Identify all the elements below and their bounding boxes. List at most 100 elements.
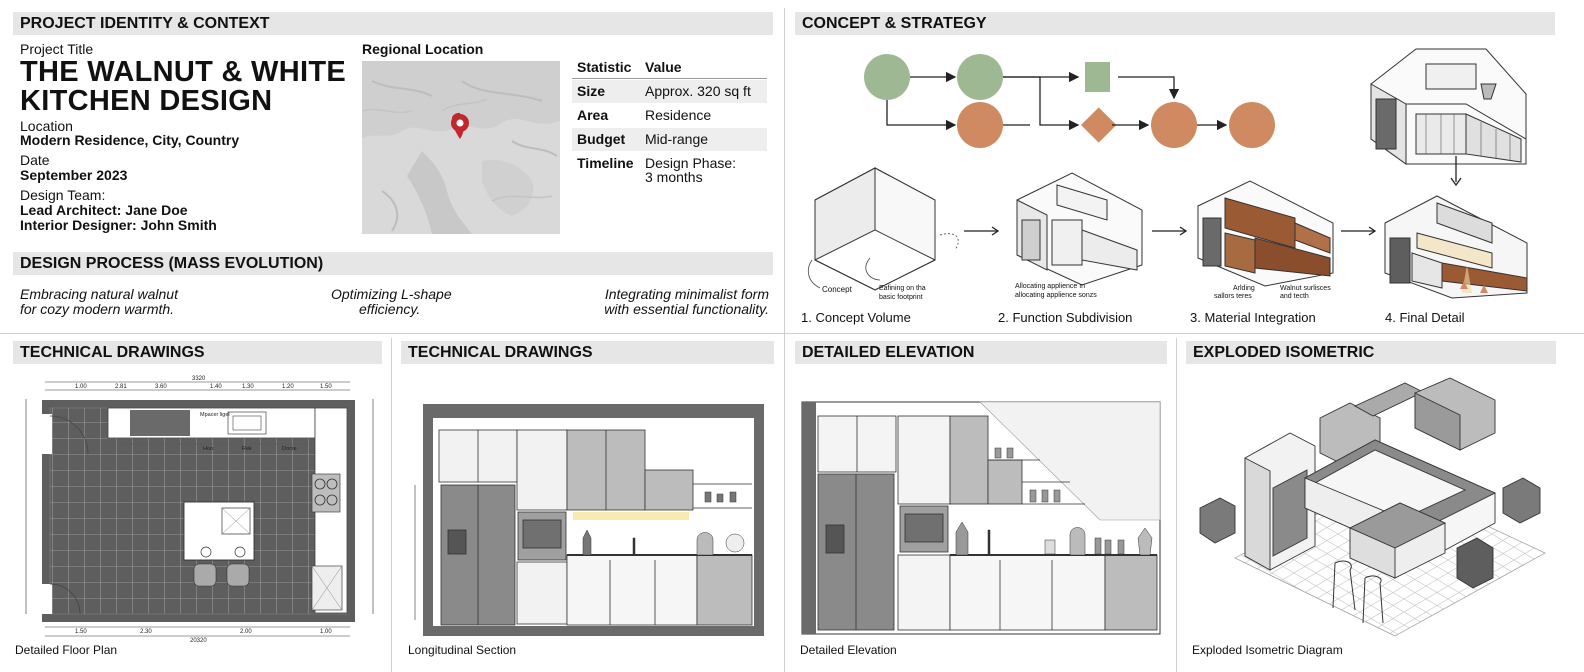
plan-caption: Detailed Floor Plan bbox=[15, 643, 118, 657]
plan-dim-text: 1.40 bbox=[210, 384, 222, 390]
plan-dim-text: 20320 bbox=[190, 638, 207, 644]
divider-horizontal-main bbox=[0, 333, 1584, 334]
process-quote-3-line1: Integrating minimalist form bbox=[604, 286, 769, 302]
arrow-right-icon bbox=[964, 226, 1000, 236]
step-4-label: 4. Final Detail bbox=[1385, 310, 1465, 325]
arrow-right-icon bbox=[1152, 226, 1188, 236]
note-allocating-1: Allocating applience ın bbox=[1015, 283, 1086, 290]
plan-room-label: Mpacer ligel bbox=[200, 412, 230, 418]
note-defining-1: Eafining on tha bbox=[879, 285, 926, 292]
flow-node-hexagon bbox=[1085, 62, 1110, 92]
stats-key: Size bbox=[577, 83, 606, 99]
plan-dim-text: 3320 bbox=[192, 376, 206, 382]
plan-dim-text: 1.50 bbox=[75, 629, 87, 635]
note-walnut-1: Walnut surlisces bbox=[1280, 285, 1331, 292]
flow-node-sage bbox=[864, 54, 910, 100]
location-value: Modern Residence, City, Country bbox=[20, 132, 240, 148]
concept-header: CONCEPT & STRATEGY bbox=[795, 12, 1555, 35]
step-3-label: 3. Material Integration bbox=[1190, 310, 1316, 325]
plan-dim-text: 1.00 bbox=[320, 629, 332, 635]
flow-node-terracotta bbox=[1229, 102, 1275, 148]
stats-row: Size Approx. 320 sq ft bbox=[572, 80, 767, 103]
exploded-isometric-drawing bbox=[1199, 377, 1546, 637]
note-concept: Concept bbox=[822, 285, 852, 294]
process-header: DESIGN PROCESS (MASS EVOLUTION) bbox=[13, 252, 773, 275]
note-adding-2: sallors teres bbox=[1214, 293, 1252, 300]
plan-dim-text: 1.00 bbox=[75, 384, 87, 390]
process-quote-2-line1: Optimizing L-shape bbox=[331, 286, 452, 302]
elevation-caption: Detailed Elevation bbox=[800, 643, 897, 657]
stats-header-statistic: Statistic bbox=[577, 59, 632, 75]
stats-value: Residence bbox=[645, 107, 712, 123]
plan-dim-text: 3.60 bbox=[155, 384, 167, 390]
detailed-elevation-drawing bbox=[801, 401, 1161, 635]
regional-location-label: Regional Location bbox=[362, 41, 484, 57]
section-caption: Longitudinal Section bbox=[408, 643, 517, 657]
plan-dim-text: 1.50 bbox=[320, 384, 332, 390]
step-2-label: 2. Function Subdivision bbox=[998, 310, 1133, 325]
stats-row: Area Residence bbox=[572, 104, 767, 127]
stats-value: Mid-range bbox=[645, 131, 709, 147]
stage-concept-volume bbox=[807, 167, 959, 291]
team-lead: Lead Architect: Jane Doe bbox=[20, 202, 188, 218]
process-quote-1-line2: for cozy modern warmth. bbox=[20, 301, 175, 317]
stage-final-detail bbox=[1384, 195, 1528, 299]
stage-function-subdivision bbox=[1016, 172, 1143, 286]
elevation-header: DETAILED ELEVATION bbox=[795, 341, 1167, 364]
location-label: Location bbox=[20, 118, 73, 134]
team-interior: Interior Designer: John Smith bbox=[20, 217, 217, 233]
flow-node-diamond bbox=[1081, 107, 1117, 143]
divider-vertical-drawings-2 bbox=[1176, 338, 1177, 672]
note-defining-2: basic footprint bbox=[879, 294, 923, 301]
regional-map bbox=[361, 61, 560, 234]
identity-header: PROJECT IDENTITY & CONTEXT bbox=[13, 12, 773, 35]
project-title-label: Project Title bbox=[20, 41, 94, 57]
project-title-line1: THE WALNUT & WHITE bbox=[20, 56, 346, 88]
flow-node-sage bbox=[957, 54, 1003, 100]
floor-plan-drawing: 3320 1.00 2.81 3.60 1.40 1.30 1.20 1.50 … bbox=[25, 376, 374, 644]
stats-value: Approx. 320 sq ft bbox=[645, 83, 751, 99]
isometric-header: EXPLODED ISOMETRIC bbox=[1186, 341, 1556, 364]
stats-row: Budget Mid-range bbox=[572, 128, 767, 151]
section-header: TECHNICAL DRAWINGS bbox=[401, 341, 774, 364]
note-adding-1: Arlding bbox=[1233, 285, 1255, 292]
flow-node-terracotta bbox=[957, 102, 1003, 148]
team-label: Design Team: bbox=[20, 187, 106, 203]
process-quote-3-line2: with essential functionality. bbox=[604, 301, 769, 317]
longitudinal-section-drawing bbox=[414, 404, 764, 636]
divider-vertical-drawings-1 bbox=[391, 338, 392, 672]
plan-dim-text: 2.30 bbox=[140, 629, 152, 635]
process-quote-1-line1: Embracing natural walnut bbox=[20, 286, 178, 302]
stats-value: Design Phase: bbox=[645, 155, 737, 171]
divider-vertical-main bbox=[784, 8, 785, 672]
stats-key: Budget bbox=[577, 131, 626, 147]
arrow-right-icon bbox=[1341, 226, 1377, 236]
arrow-down-icon bbox=[1450, 156, 1462, 187]
isometric-caption: Exploded Isometric Diagram bbox=[1192, 643, 1343, 657]
plan-header: TECHNICAL DRAWINGS bbox=[13, 341, 382, 364]
note-allocating-2: allocating applience sonzs bbox=[1015, 292, 1097, 299]
plan-dim-text: 1.30 bbox=[242, 384, 254, 390]
stage-material-integration bbox=[1197, 180, 1334, 287]
stats-header-rule bbox=[572, 78, 767, 79]
project-title-line2: KITCHEN DESIGN bbox=[20, 85, 273, 117]
stats-key: Area bbox=[577, 107, 609, 123]
plan-room-label: Hoo bbox=[203, 446, 213, 452]
stats-key: Timeline bbox=[577, 155, 634, 171]
plan-dim-text: 2.00 bbox=[240, 629, 252, 635]
plan-dim-text: 2.81 bbox=[115, 384, 127, 390]
plan-room-label: Rek bbox=[242, 446, 252, 452]
stats-row: Timeline Design Phase: 3 months bbox=[572, 152, 767, 188]
date-label: Date bbox=[20, 152, 50, 168]
note-walnut-2: and tecth bbox=[1280, 293, 1309, 300]
plan-dim-text: 1.20 bbox=[282, 384, 294, 390]
plan-room-label: Docre bbox=[282, 446, 297, 452]
process-quote-2-line2: efficiency. bbox=[359, 301, 421, 317]
date-value: September 2023 bbox=[20, 167, 128, 183]
concept-flow-diagram bbox=[864, 54, 1275, 148]
stats-value-line2: 3 months bbox=[645, 169, 703, 185]
flow-node-terracotta bbox=[1151, 102, 1197, 148]
stats-header-value: Value bbox=[645, 59, 682, 75]
step-1-label: 1. Concept Volume bbox=[801, 310, 911, 325]
map-pin-icon bbox=[451, 112, 469, 139]
